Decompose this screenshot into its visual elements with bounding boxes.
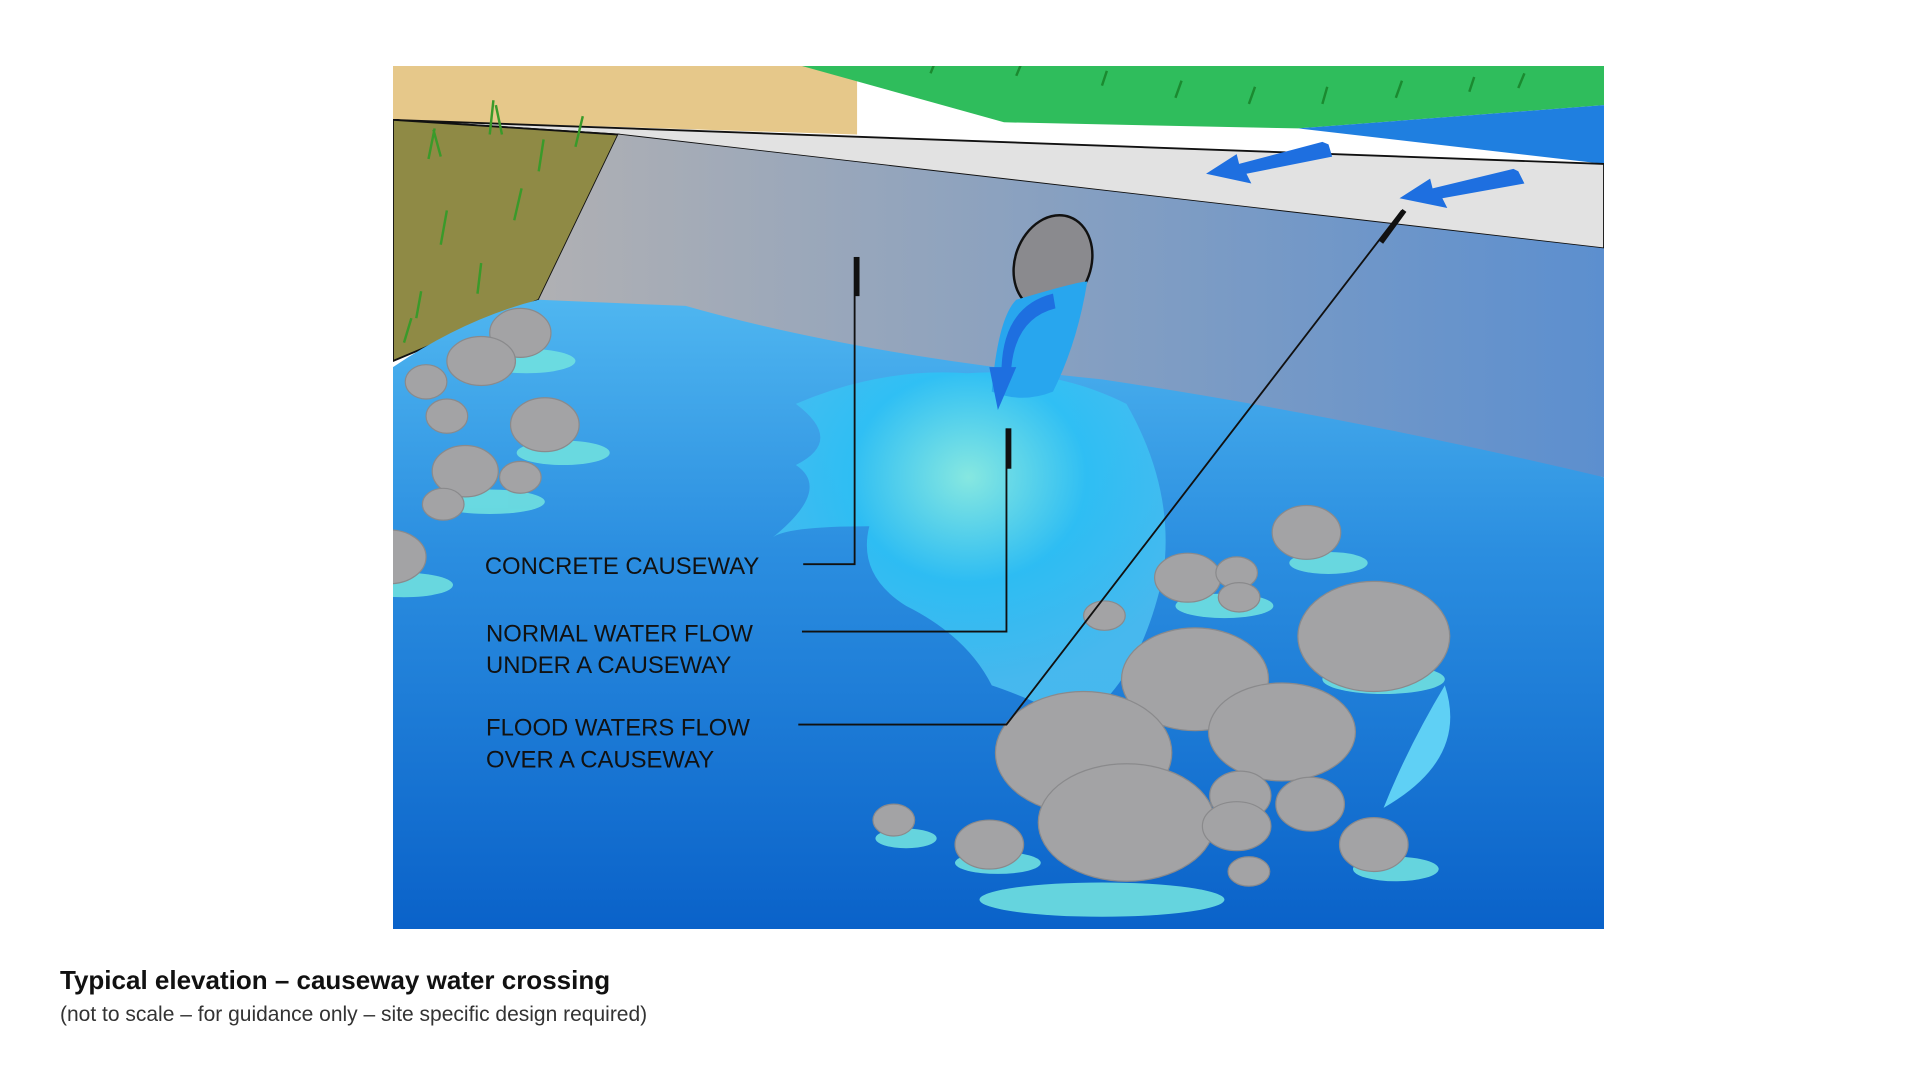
label-flood-flow-2: OVER A CAUSEWAY — [486, 746, 714, 773]
vegetation — [402, 66, 1526, 344]
labels: CONCRETE CAUSEWAY NORMAL WATER FLOW UNDE… — [485, 553, 760, 773]
flood-arrows — [1206, 141, 1525, 208]
label-concrete-causeway: CONCRETE CAUSEWAY — [485, 553, 760, 580]
flood-arrow-icon — [1399, 168, 1525, 208]
causeway-diagram: CONCRETE CAUSEWAY NORMAL WATER FLOW UNDE… — [393, 66, 1604, 929]
caption-subtitle: (not to scale – for guidance only – site… — [60, 1003, 648, 1026]
culvert — [989, 214, 1094, 410]
grass-bank — [801, 66, 1604, 129]
leader-normal-flow — [801, 428, 1008, 633]
label-flood-flow-1: FLOOD WATERS FLOW — [486, 715, 750, 742]
flood-arrow-icon — [1206, 141, 1333, 184]
rocks — [393, 307, 1451, 917]
leader-lines — [798, 209, 1407, 726]
normal-flow-arrow-icon — [989, 293, 1056, 410]
leader-concrete-causeway — [803, 256, 856, 566]
caption-title: Typical elevation – causeway water cross… — [60, 965, 611, 995]
label-normal-flow-2: UNDER A CAUSEWAY — [486, 652, 731, 679]
label-normal-flow-1: NORMAL WATER FLOW — [486, 620, 753, 647]
splash — [771, 372, 1166, 723]
leader-flood-flow — [798, 209, 1403, 726]
flood-water-top — [1297, 105, 1604, 164]
